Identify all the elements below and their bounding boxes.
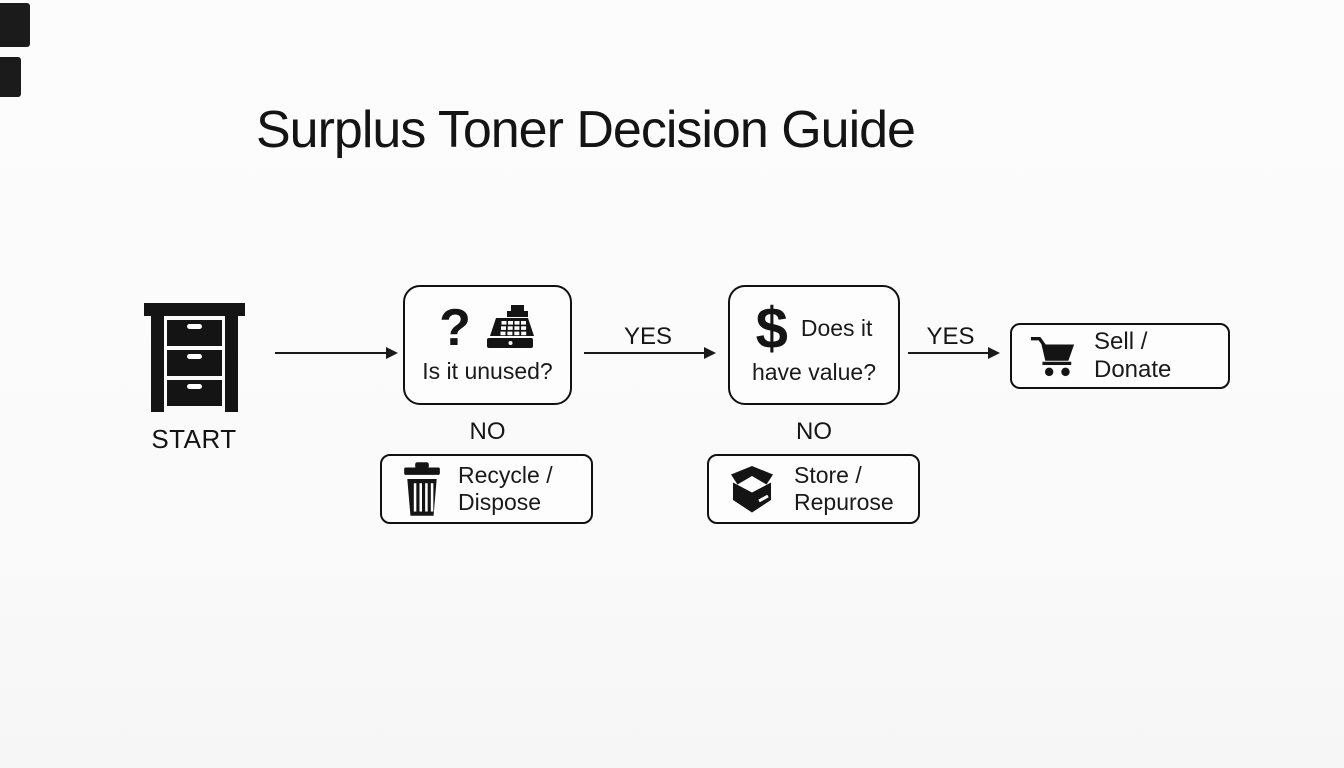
arrow-start-to-q1 xyxy=(275,345,398,360)
arrow-q2-to-sell xyxy=(908,345,1000,360)
cabinet-icon xyxy=(144,303,245,413)
artifact-mark-top xyxy=(0,3,30,47)
q1-question-text: Is it unused? xyxy=(422,358,553,385)
q1-icon-row: ? xyxy=(439,298,536,357)
q2-question-line2: have value? xyxy=(751,359,877,386)
recycle-line2: Dispose xyxy=(458,489,542,515)
recycle-line1: Recycle / xyxy=(458,462,553,488)
store-line1: Store / xyxy=(794,462,862,488)
start-label: START xyxy=(151,424,237,454)
sell-donate-label: Sell / Donate xyxy=(1094,328,1172,383)
yes-label-2: YES xyxy=(926,323,975,350)
q2-icon-row: $ Does it xyxy=(755,295,873,361)
decision-node-is-it-unused: ? Is it unused? xyxy=(403,285,572,405)
arrow-q1-to-q2 xyxy=(584,345,716,360)
question-mark-icon: ? xyxy=(439,298,471,357)
page-title: Surplus Toner Decision Guide xyxy=(256,101,916,159)
store-line2: Repurose xyxy=(794,489,894,515)
artifact-mark-left xyxy=(0,57,21,97)
action-node-sell-donate: Sell / Donate xyxy=(1010,323,1230,389)
action-node-recycle-dispose: Recycle / Dispose xyxy=(380,454,593,524)
trash-icon xyxy=(401,462,443,516)
yes-label-1: YES xyxy=(623,323,673,350)
no-label-1: NO xyxy=(469,418,506,445)
action-node-store-repurpose: Store / Repurose xyxy=(707,454,920,524)
recycle-dispose-label: Recycle / Dispose xyxy=(458,462,553,516)
q2-question-line1: Does it xyxy=(800,314,873,341)
cash-register-icon xyxy=(484,305,536,350)
shopping-cart-icon xyxy=(1029,334,1077,378)
dollar-sign-icon: $ xyxy=(755,295,788,361)
store-repurpose-label: Store / Repurose xyxy=(794,462,894,516)
decision-node-does-it-have-value: $ Does it have value? xyxy=(728,285,900,405)
no-label-2: NO xyxy=(796,418,832,445)
open-box-icon xyxy=(724,463,780,515)
